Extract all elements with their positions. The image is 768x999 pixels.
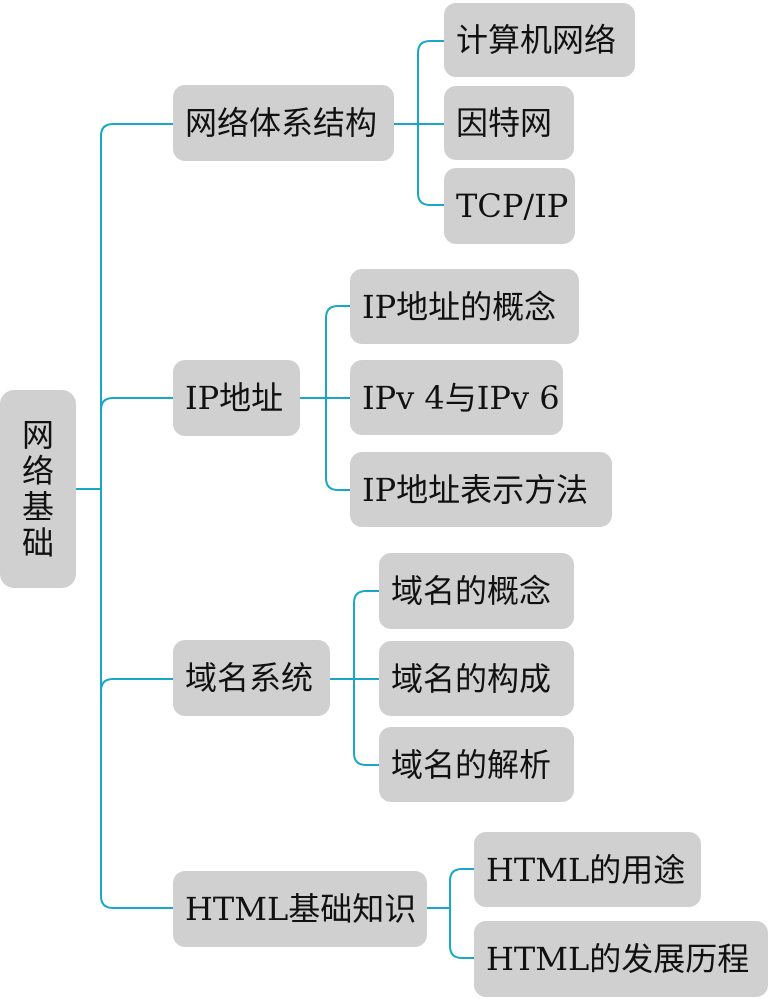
leaf-label: 域名的构成 [391, 659, 552, 698]
branch-label: HTML基础知识 [185, 890, 417, 928]
leaf-internet[interactable]: 因特网 [444, 86, 574, 160]
leaf-label: 计算机网络 [456, 21, 617, 59]
branch-network-architecture[interactable]: 网络体系结构 [173, 85, 394, 161]
leaf-label: TCP/IP [456, 187, 569, 225]
leaf-tcp-ip[interactable]: TCP/IP [444, 168, 575, 244]
leaf-computer-network[interactable]: 计算机网络 [444, 3, 635, 77]
branch-label: IP地址 [185, 379, 284, 417]
leaf-html-usage[interactable]: HTML的用途 [474, 832, 701, 907]
leaf-label: HTML的发展历程 [486, 940, 750, 978]
leaf-label: HTML的用途 [486, 850, 686, 889]
leaf-domain-concept[interactable]: 域名的概念 [379, 553, 574, 629]
leaf-label: 域名的概念 [391, 572, 552, 610]
leaf-label: 因特网 [456, 104, 553, 142]
leaf-label: IPv 4与IPv 6 [362, 378, 560, 417]
leaf-label: 域名的解析 [391, 745, 552, 784]
leaf-ip-concept[interactable]: IP地址的概念 [350, 269, 579, 344]
connector-branch-4 [427, 868, 474, 959]
leaf-label: IP地址表示方法 [362, 470, 589, 509]
leaf-domain-resolution[interactable]: 域名的解析 [379, 727, 574, 802]
connector-branch-3 [330, 590, 379, 766]
branch-ip-address[interactable]: IP地址 [173, 360, 300, 436]
leaf-ipv4-ipv6[interactable]: IPv 4与IPv 6 [350, 360, 563, 435]
leaf-domain-structure[interactable]: 域名的构成 [379, 641, 574, 716]
root-label: 网络基础 [21, 416, 54, 562]
branch-html-basics[interactable]: HTML基础知识 [173, 871, 427, 947]
leaf-label: IP地址的概念 [362, 287, 557, 326]
connector-root [76, 123, 173, 909]
branch-domain-system[interactable]: 域名系统 [173, 640, 330, 716]
root-node[interactable]: 网络基础 [0, 390, 76, 588]
leaf-html-history[interactable]: HTML的发展历程 [474, 921, 768, 997]
branch-label: 域名系统 [185, 659, 314, 697]
connector-branch-2 [300, 305, 350, 491]
connector-branch-1 [394, 40, 444, 206]
branch-label: 网络体系结构 [185, 104, 378, 142]
leaf-ip-notation[interactable]: IP地址表示方法 [350, 452, 612, 527]
